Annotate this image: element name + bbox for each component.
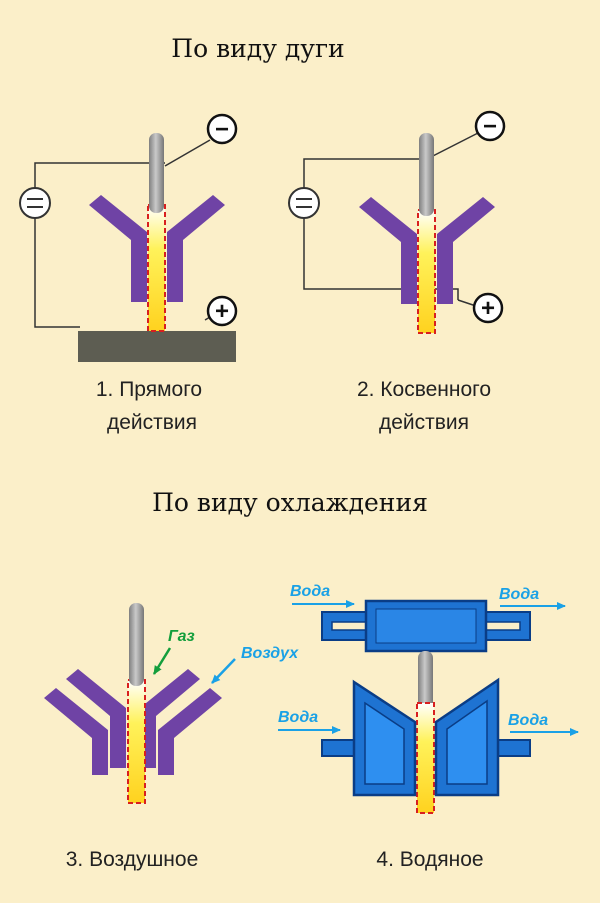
water-cooled-torch bbox=[278, 599, 579, 814]
indirect-plasma-column bbox=[417, 209, 436, 334]
label-water-bottom-in: Вода bbox=[278, 709, 318, 726]
direct-plus-sign: + bbox=[215, 298, 229, 325]
air-electrode bbox=[129, 603, 144, 686]
air-outer-nozzle-left bbox=[44, 688, 108, 775]
caption-water: 4. Водяное bbox=[376, 848, 483, 871]
direct-power-source-icon bbox=[19, 187, 51, 219]
label-water-top-out: Вода bbox=[499, 586, 539, 603]
air-plasma-column bbox=[127, 679, 146, 804]
caption-indirect-line1: 2. Косвенного bbox=[357, 378, 491, 401]
water-plasma-column bbox=[416, 702, 435, 814]
direct-plus-terminal-icon bbox=[206, 295, 238, 327]
air-inner-nozzle-left bbox=[66, 669, 126, 768]
label-water-top-in: Вода bbox=[290, 583, 330, 600]
indirect-power-source-icon bbox=[288, 187, 320, 219]
heading-arc-type: По виду дуги bbox=[171, 34, 344, 63]
indirect-plus-sign: + bbox=[481, 295, 495, 322]
direct-nozzle-right bbox=[167, 195, 225, 302]
water-electrode bbox=[418, 651, 433, 709]
indirect-electrode bbox=[419, 133, 434, 216]
caption-air: 3. Воздушное bbox=[66, 848, 199, 871]
direct-minus-lead bbox=[164, 139, 211, 167]
indirect-plus-terminal-icon bbox=[472, 292, 504, 324]
indirect-circuit-wire bbox=[303, 158, 459, 300]
direct-workpiece bbox=[78, 331, 236, 362]
direct-plasma-column bbox=[147, 204, 166, 332]
gas-flow-arrow bbox=[152, 647, 172, 675]
indirect-nozzle-left bbox=[359, 197, 417, 304]
direct-action-torch: − + bbox=[19, 113, 238, 362]
caption-direct-line2: действия bbox=[107, 411, 197, 434]
air-flow-arrow bbox=[211, 658, 236, 684]
water-top-block-inner bbox=[375, 608, 477, 644]
direct-minus-sign: − bbox=[215, 116, 229, 143]
caption-indirect-line2: действия bbox=[379, 411, 469, 434]
indirect-minus-terminal-icon bbox=[474, 110, 506, 142]
heading-cooling-type: По виду охлаждения bbox=[152, 488, 428, 517]
caption-direct-line1: 1. Прямого bbox=[96, 378, 202, 401]
direct-circuit-wire bbox=[34, 162, 165, 328]
air-cooled-torch bbox=[44, 603, 236, 804]
air-outer-nozzle-right bbox=[158, 688, 222, 775]
direct-minus-terminal-icon bbox=[206, 113, 238, 145]
indirect-plus-lead bbox=[457, 299, 477, 307]
water-bottom-block-left-inner bbox=[364, 701, 405, 785]
label-gas: Газ bbox=[168, 628, 195, 645]
indirect-action-torch: − + bbox=[288, 110, 506, 334]
label-water-bottom-out: Вода bbox=[508, 712, 548, 729]
indirect-minus-sign: − bbox=[483, 113, 497, 140]
indirect-nozzle-right bbox=[437, 197, 495, 304]
air-inner-nozzle-right bbox=[140, 669, 200, 768]
water-bottom-block-right-inner bbox=[446, 699, 488, 785]
label-air: Воздух bbox=[241, 645, 299, 662]
direct-electrode bbox=[149, 133, 164, 213]
direct-nozzle-left bbox=[89, 195, 147, 302]
